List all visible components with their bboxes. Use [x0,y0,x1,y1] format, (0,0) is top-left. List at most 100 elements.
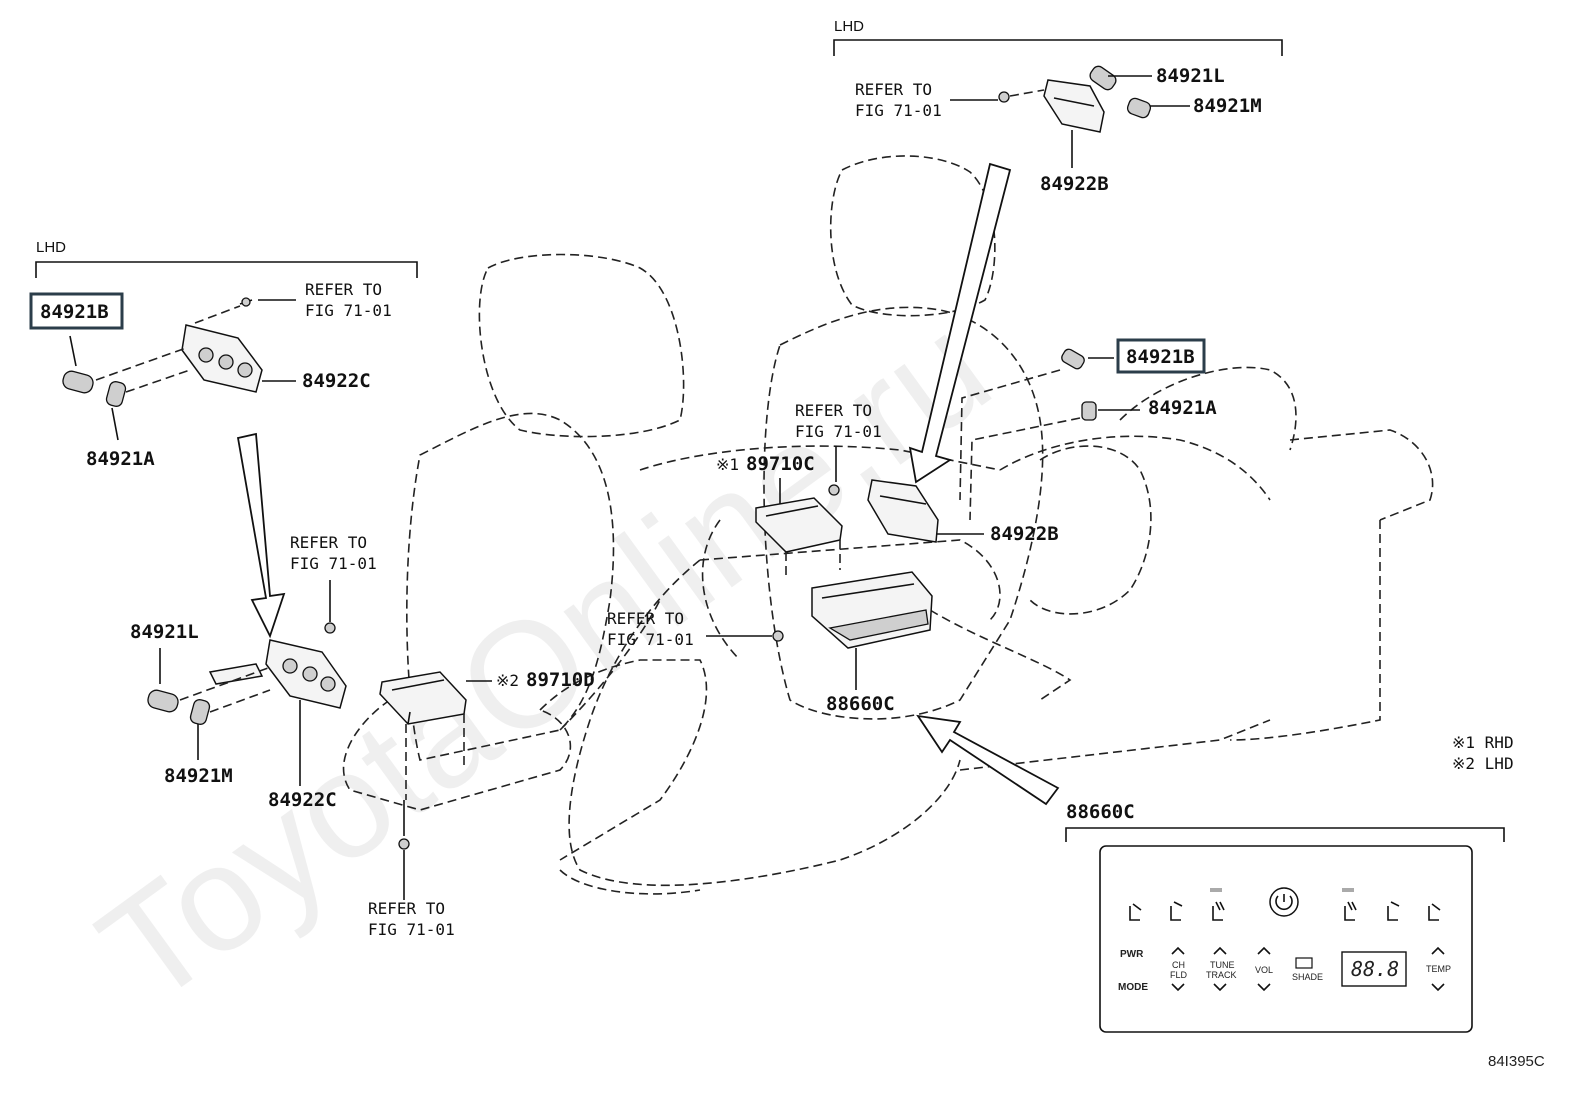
label-84921L-top[interactable]: 84921L [1156,65,1225,87]
ch-label-1: CH [1172,960,1185,970]
lhd-bracket-top [833,39,1283,56]
tune-down-icon[interactable] [1213,983,1227,992]
shade-label: SHADE [1292,972,1323,982]
label-84922B-top[interactable]: 84922B [1040,173,1109,195]
screw-icon [772,630,784,642]
indicator-icon [1210,888,1222,892]
refer-6a[interactable]: REFER TO [855,80,932,99]
tune-label-2: TRACK [1206,970,1237,980]
seat-recline-icon[interactable] [1129,903,1142,921]
refer-2b[interactable]: FIG 71-01 [290,554,377,573]
label-89710D[interactable]: 89710D [526,669,595,691]
group-left-bottom: REFER TO FIG 71-01 84921L 84921M 84922C … [130,533,595,939]
label-84922C-bottom[interactable]: 84922C [268,789,337,811]
highlight-box-84921B-left [29,292,124,330]
vol-down-icon[interactable] [1257,983,1271,992]
part-knob-84921B-left[interactable] [61,369,95,394]
arrow-left [236,432,286,639]
temp-up-icon[interactable] [1431,946,1445,955]
screw-icon [398,838,410,850]
screw-icon [324,622,336,634]
highlight-box-84921B-right [1116,338,1206,374]
refer-5b[interactable]: FIG 71-01 [795,422,882,441]
refer-5a[interactable]: REFER TO [795,401,872,420]
mode-label[interactable]: MODE [1118,982,1148,993]
vol-label: VOL [1255,965,1273,975]
ch-down-icon[interactable] [1171,983,1185,992]
seat-outlines [342,155,1434,895]
part-knob-84921B-right[interactable] [1060,347,1086,370]
part-rear-control-88660C[interactable] [811,571,933,649]
detail-88660C: 88660C PWR MODE CH FLD TUNE TRACK VOL [1065,801,1505,1033]
refer-3b[interactable]: FIG 71-01 [368,920,455,939]
arrow-center [908,162,1012,484]
seat-ventilation-icon[interactable] [1212,901,1225,921]
part-knob-84921L-top[interactable] [1088,64,1118,92]
figure-id: 84I395C [1488,1053,1545,1070]
power-icon [1275,894,1293,911]
part-bracket-84922B-mid[interactable] [867,479,939,543]
watermark: ToyotaOnline.ru [70,282,1019,1035]
screw-icon [828,484,840,496]
label-84922B-mid[interactable]: 84922B [990,523,1059,545]
ch-up-icon[interactable] [1171,946,1185,955]
mark-1-89710C: ※1 [716,455,739,474]
lhd-bracket-left [35,261,418,278]
seat-heat-right-icon[interactable] [1387,901,1400,921]
leader [69,335,77,367]
control-panel[interactable] [1099,845,1473,1033]
part-bracket-84922B-top[interactable] [1043,79,1105,133]
label-84921A-left[interactable]: 84921A [86,448,155,470]
legend-rhd: ※1 RHD [1452,733,1514,752]
refer-1b[interactable]: FIG 71-01 [305,301,392,320]
refer-3a[interactable]: REFER TO [368,899,445,918]
group-lhd-left: LHD 84921B 84921A REFER TO FIG 71-01 849… [29,239,418,470]
legend-lhd: ※2 LHD [1452,754,1514,773]
label-88660C-main[interactable]: 88660C [826,693,895,715]
part-knob-84921A-right[interactable] [1081,401,1097,421]
pwr-label[interactable]: PWR [1120,949,1144,960]
part-knob-84921M-left[interactable] [189,698,211,725]
arrow-right [916,714,1060,806]
vol-up-icon[interactable] [1257,946,1271,955]
label-84921M-top[interactable]: 84921M [1193,95,1262,117]
leader [111,407,119,441]
screw-icon [998,91,1010,103]
ch-label-2: FLD [1170,970,1188,980]
label-84921M-left[interactable]: 84921M [164,765,233,787]
power-button[interactable] [1269,887,1299,917]
label-84922C-top[interactable]: 84922C [302,370,371,392]
label-84921L-left[interactable]: 84921L [130,621,199,643]
part-knob-84921M-top[interactable] [1126,97,1152,120]
tune-up-icon[interactable] [1213,946,1227,955]
indicator-icon [1342,888,1354,892]
refer-4b[interactable]: FIG 71-01 [607,630,694,649]
group-center: REFER TO FIG 71-01 ※1 89710C 88660C REFE… [607,338,1217,715]
seat-recline-right-icon[interactable] [1428,903,1441,921]
temp-display [1341,951,1407,987]
label-84921A-right[interactable]: 84921A [1148,397,1217,419]
tune-label-1: TUNE [1210,960,1235,970]
label-88660C-detail[interactable]: 88660C [1066,801,1135,823]
temp-down-icon[interactable] [1431,983,1445,992]
seat-heat-icon[interactable] [1170,901,1183,921]
label-89710C[interactable]: 89710C [746,453,815,475]
label-84921B-right[interactable]: 84921B [1126,346,1195,368]
refer-6b[interactable]: FIG 71-01 [855,101,942,120]
group-lhd-top: LHD REFER TO FIG 71-01 84922B 84921L 849… [833,18,1283,195]
mark-2-89710D: ※2 [496,671,519,690]
part-knob-84921A-left[interactable] [105,380,127,407]
refer-2a[interactable]: REFER TO [290,533,367,552]
label-84921B-left[interactable]: 84921B [40,301,109,323]
part-knob-84921L-left[interactable] [146,688,180,713]
seat-ventilation-right-icon[interactable] [1344,901,1357,921]
lhd-label-top: LHD [834,18,864,35]
temp-display-value: 88.8 [1351,957,1399,981]
lhd-label-left: LHD [36,239,66,256]
temp-label: TEMP [1426,964,1451,974]
refer-4a[interactable]: REFER TO [607,609,684,628]
refer-1a[interactable]: REFER TO [305,280,382,299]
seat-icons-row [1129,887,1441,921]
shade-icon[interactable] [1295,957,1313,969]
